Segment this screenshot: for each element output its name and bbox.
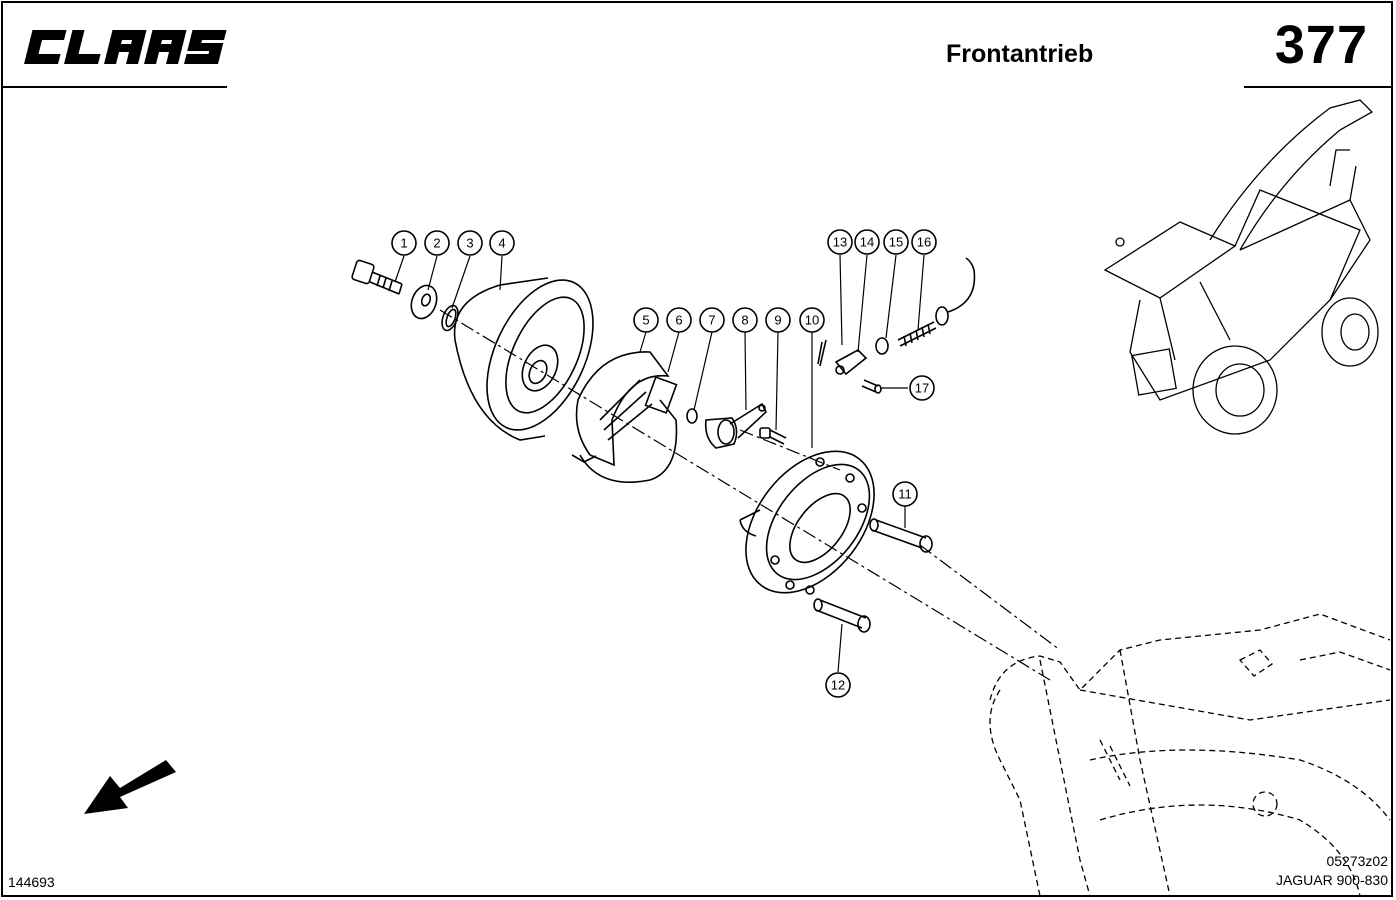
callout-13: 13 xyxy=(827,229,853,255)
page-title: Frontantrieb xyxy=(946,40,1094,68)
svg-text:9: 9 xyxy=(774,313,781,328)
svg-text:14: 14 xyxy=(860,235,874,250)
svg-text:13: 13 xyxy=(833,235,847,250)
svg-text:2: 2 xyxy=(433,236,440,251)
part-bolt xyxy=(351,259,403,295)
gearbox-outline xyxy=(989,613,1391,897)
part-cable-pin xyxy=(861,379,882,394)
callout-2: 2 xyxy=(424,230,450,256)
part-clevis xyxy=(834,349,868,376)
callout-8: 8 xyxy=(732,307,758,333)
part-brake-shoes xyxy=(571,351,678,483)
page-number: 377 xyxy=(1274,15,1368,75)
callout-14: 14 xyxy=(854,229,880,255)
callouts: 1 2 3 4 5 6 7 8 9 10 11 12 13 14 15 16 1… xyxy=(391,229,937,698)
svg-text:16: 16 xyxy=(917,235,931,250)
svg-text:1: 1 xyxy=(400,236,407,251)
svg-text:7: 7 xyxy=(708,313,715,328)
callout-15: 15 xyxy=(883,229,909,255)
assembly-axis xyxy=(439,309,1051,681)
callout-9: 9 xyxy=(765,307,791,333)
callout-10: 10 xyxy=(799,307,825,333)
callout-11: 11 xyxy=(892,481,918,507)
part-lever xyxy=(704,402,767,449)
callout-6: 6 xyxy=(666,307,692,333)
part-pin-upper xyxy=(869,518,933,553)
footer-info: 05273z02 JAGUAR 900-830 xyxy=(1276,852,1388,890)
callout-5: 5 xyxy=(633,307,659,333)
part-nut xyxy=(875,337,889,355)
callout-12: 12 xyxy=(825,672,851,698)
part-split-pin xyxy=(817,339,827,367)
part-brake-drum xyxy=(453,277,594,441)
callout-17: 17 xyxy=(909,375,935,401)
leader-lines xyxy=(394,254,925,673)
harvester-thumbnail xyxy=(1103,99,1379,435)
part-cable xyxy=(897,257,976,347)
callout-16: 16 xyxy=(911,229,937,255)
claas-logo xyxy=(24,30,227,64)
part-flange xyxy=(739,450,875,595)
callout-4: 4 xyxy=(489,230,515,256)
arrow-down-left-icon xyxy=(84,760,176,814)
drawing-code: 05273z02 xyxy=(1326,853,1388,869)
part-small-ring xyxy=(686,408,698,424)
model-label: JAGUAR 900-830 xyxy=(1275,872,1388,888)
svg-text:15: 15 xyxy=(889,235,903,250)
header-rule-left xyxy=(3,86,227,88)
part-pin-lower xyxy=(813,598,871,633)
svg-text:11: 11 xyxy=(898,487,912,502)
svg-text:8: 8 xyxy=(741,313,748,328)
document-number: 144693 xyxy=(8,874,55,890)
part-washer xyxy=(410,284,438,320)
header-rule-right xyxy=(1244,86,1392,88)
svg-text:6: 6 xyxy=(675,313,682,328)
svg-text:3: 3 xyxy=(466,236,473,251)
callout-1: 1 xyxy=(391,230,417,256)
svg-text:10: 10 xyxy=(805,313,819,328)
callout-3: 3 xyxy=(457,230,483,256)
svg-text:12: 12 xyxy=(831,678,845,693)
svg-text:4: 4 xyxy=(498,236,505,251)
svg-text:17: 17 xyxy=(915,381,929,396)
part-screw xyxy=(759,427,787,445)
callout-7: 7 xyxy=(699,307,725,333)
svg-text:5: 5 xyxy=(642,313,649,328)
